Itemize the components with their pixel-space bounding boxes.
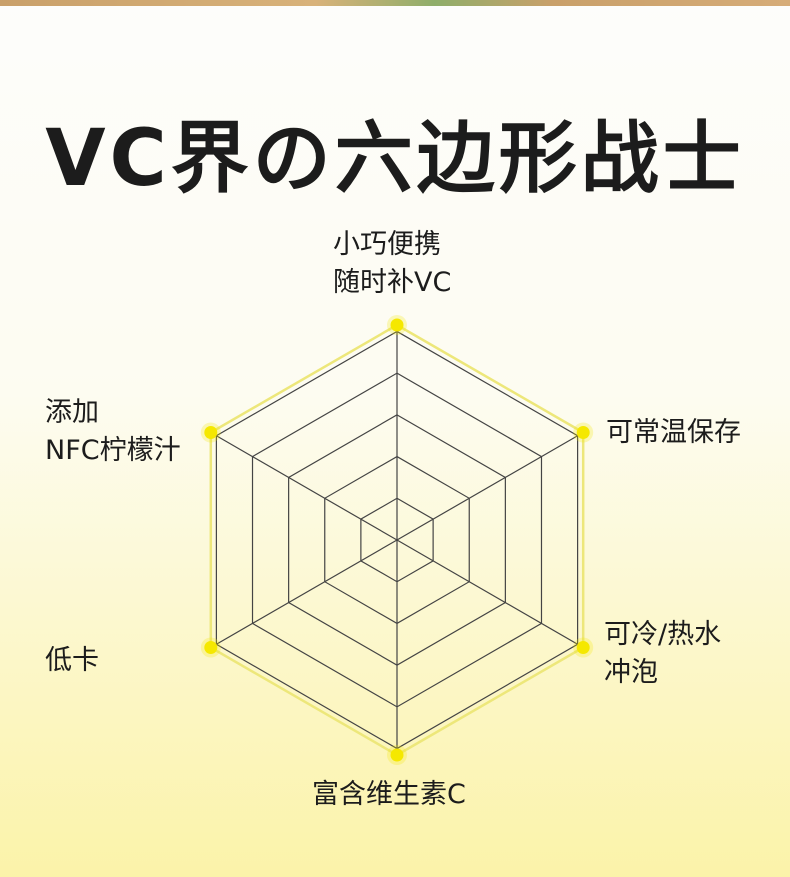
data-point-3: [390, 748, 404, 762]
radar-series: [200, 315, 594, 765]
data-point-4: [204, 641, 218, 654]
axis-spoke-2: [396, 539, 578, 645]
page-title: VC界の六边形战士: [45, 114, 745, 205]
radar-axes: [216, 331, 578, 749]
axis-label-line: 随时补VC: [333, 267, 452, 298]
axis-label-2: 可冷/热水冲泡: [604, 616, 721, 692]
axis-label-5: 添加 NFC柠檬汁: [45, 394, 181, 470]
axis-label-line: 可冷/热水: [604, 619, 722, 650]
axis-label-line: 低卡: [45, 645, 99, 676]
data-point-1: [576, 426, 590, 439]
axis-label-line: 富含维生素C: [312, 779, 466, 810]
axis-label-line: 可常温保存: [606, 417, 741, 448]
axis-spoke-4: [216, 539, 398, 645]
axis-label-line: 冲泡: [604, 657, 658, 688]
top-banner-strip: [0, 0, 790, 6]
axis-label-line: 小巧便携: [333, 229, 441, 260]
axis-spoke-1: [396, 435, 578, 541]
axis-label-line: NFC柠檬汁: [45, 435, 181, 466]
axis-label-0: 小巧便携随时补VC: [333, 226, 451, 302]
axis-label-4: 低卡: [45, 642, 99, 680]
data-point-2: [576, 641, 590, 654]
axis-spoke-5: [216, 435, 398, 541]
axis-label-line: 添加: [45, 397, 99, 428]
data-point-0: [390, 318, 404, 332]
data-point-5: [204, 426, 218, 439]
axis-label-1: 可常温保存: [606, 414, 741, 452]
axis-label-3: 富含维生素C: [312, 776, 466, 814]
